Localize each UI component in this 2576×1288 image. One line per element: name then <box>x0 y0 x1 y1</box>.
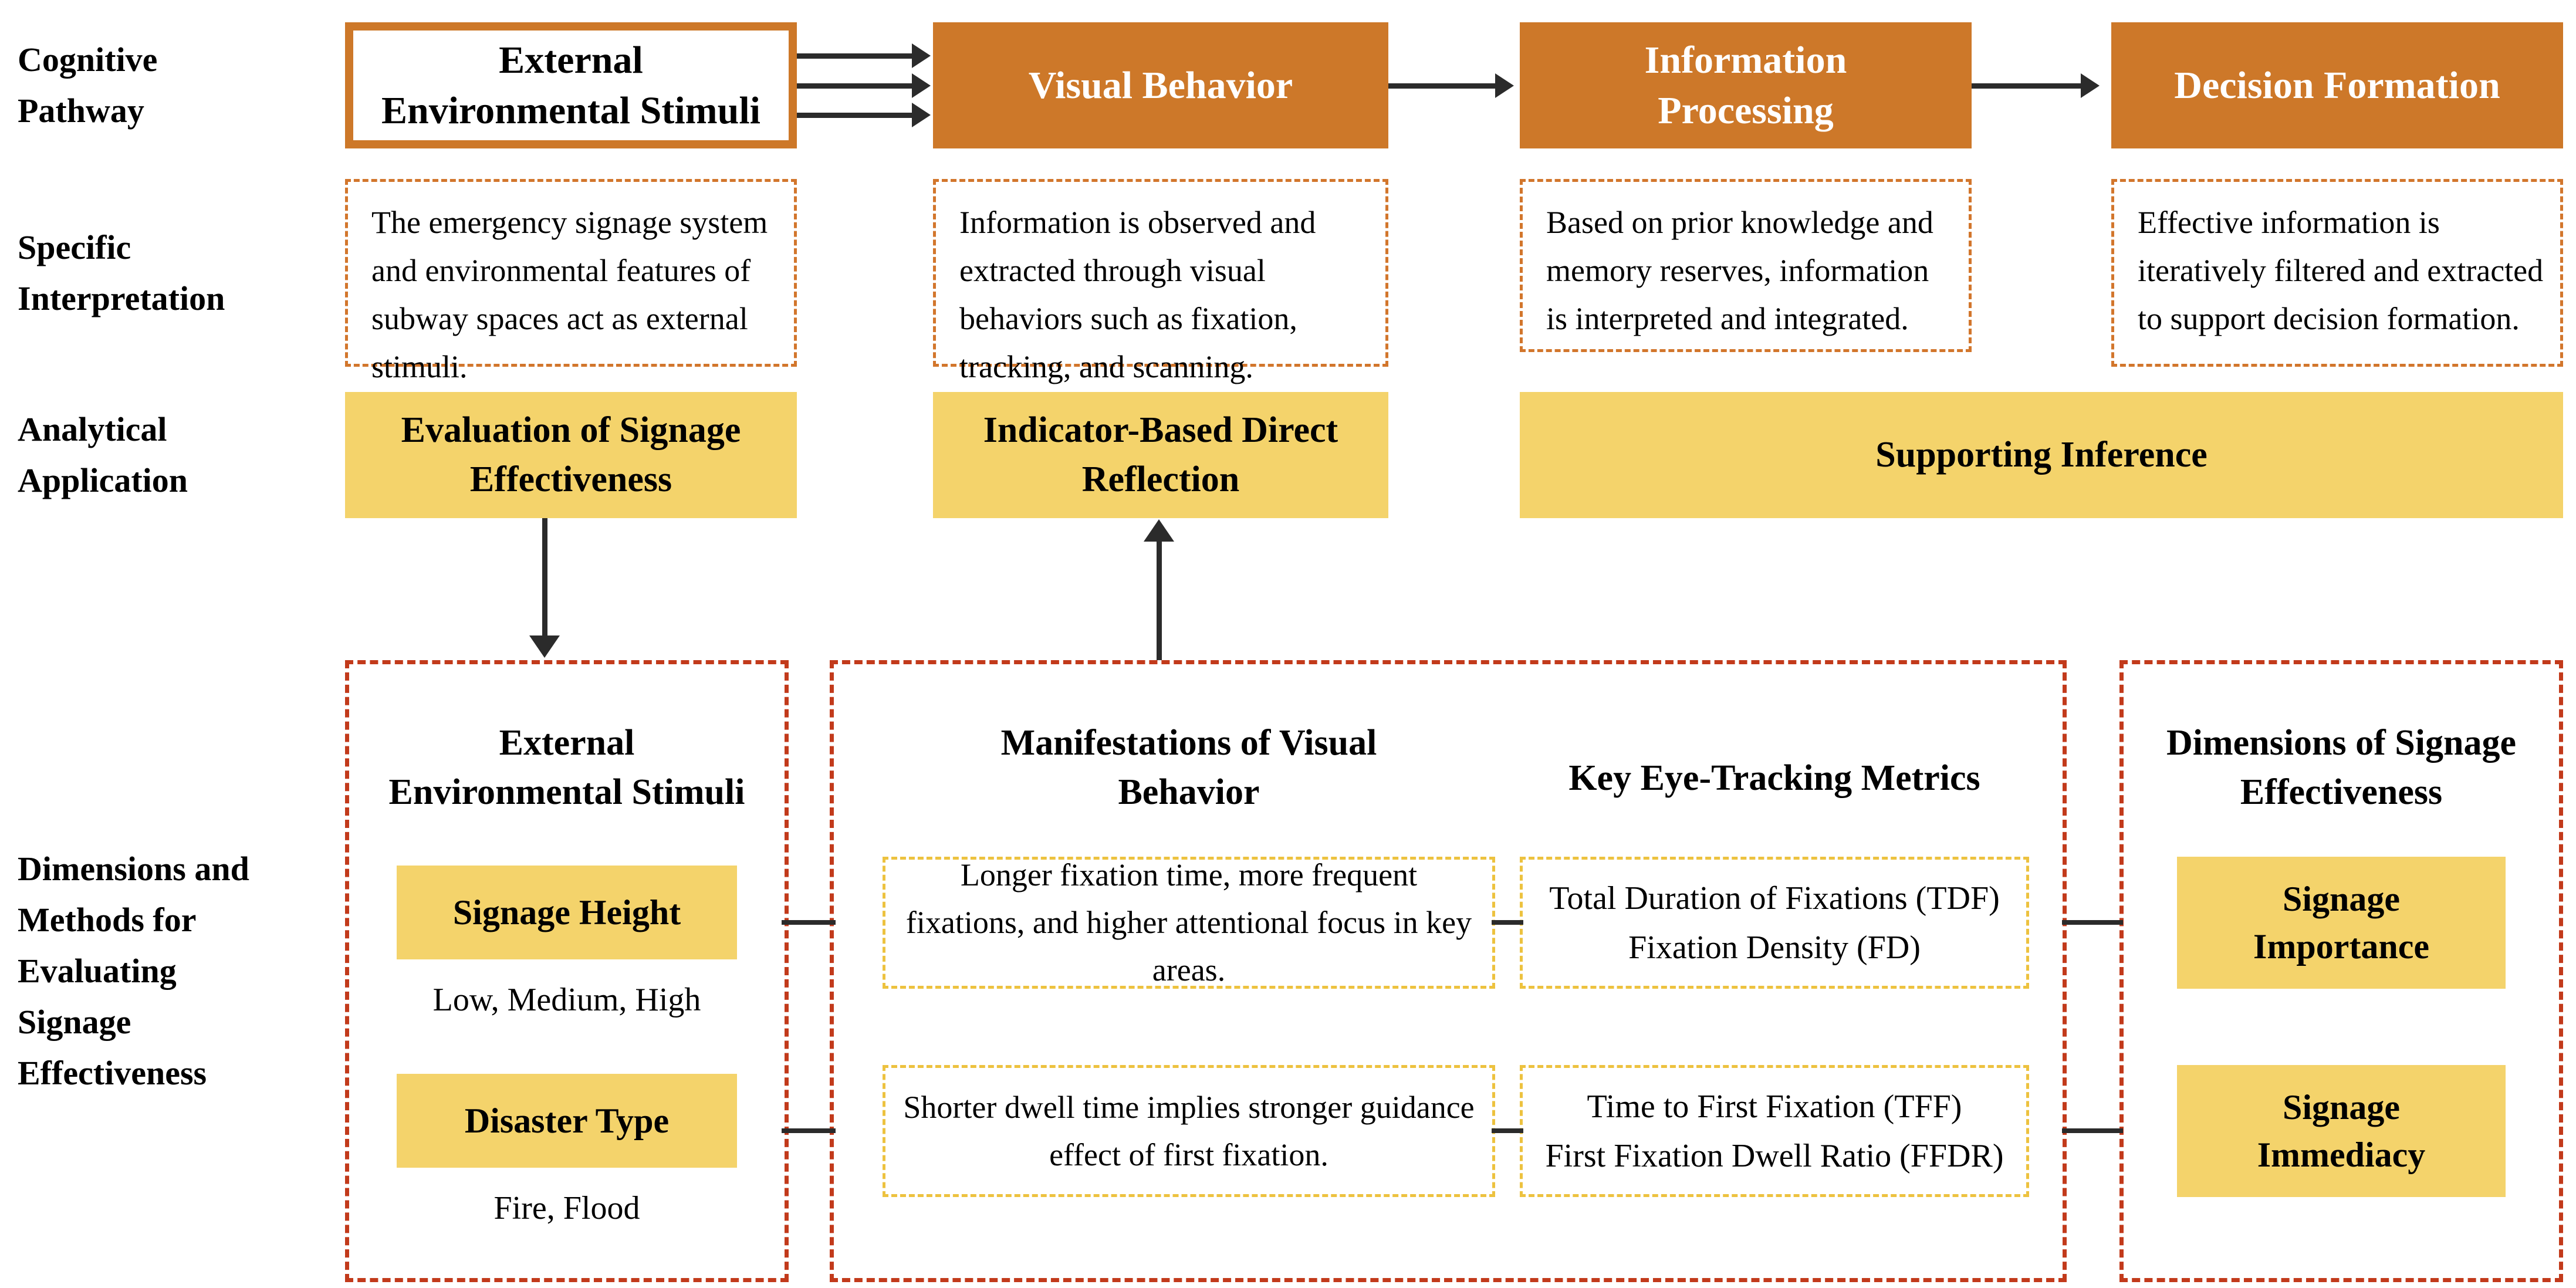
dimension-signage-immediacy: Signage Immediacy <box>2177 1065 2506 1197</box>
stage-visual-behavior: Visual Behavior <box>933 22 1388 148</box>
connector-line <box>2062 1128 2123 1133</box>
arrow-down-icon <box>542 518 547 637</box>
connector-line <box>2062 920 2123 925</box>
panel-title-dimensions-of-signage-effectiveness: Dimensions of Signage Effectiveness <box>2166 723 2516 812</box>
connector-line <box>1492 920 1523 925</box>
panel-title-external-environmental-stimuli: External Environmental Stimuli <box>388 723 745 812</box>
arrow-right-head-icon <box>912 103 931 127</box>
application-supporting-inference: Supporting Inference <box>1520 392 2563 518</box>
row-label-cognitive-pathway: Cognitive Pathway <box>18 40 158 130</box>
metric-tdf-fd: Total Duration of Fixations (TDF) Fixati… <box>1520 857 2029 989</box>
factor-signage-height: Signage Height <box>397 866 737 959</box>
panel-external-environmental-stimuli <box>345 660 789 1282</box>
factor-disaster-type-levels: Fire, Flood <box>493 1190 640 1226</box>
arrow-right-icon <box>797 83 914 89</box>
manifestation-dwell-time: Shorter dwell time implies stronger guid… <box>883 1065 1495 1197</box>
stage-information-processing: Information Processing <box>1520 22 1972 148</box>
arrow-right-head-icon <box>2081 73 2100 98</box>
row-label-specific-interpretation: Specific Interpretation <box>18 228 225 317</box>
interpretation-information-processing: Based on prior knowledge and memory rese… <box>1520 179 1972 352</box>
arrow-right-icon <box>797 113 914 118</box>
connector-line <box>782 920 836 925</box>
interpretation-visual-behavior: Information is observed and extracted th… <box>933 179 1388 384</box>
interpretation-external-stimuli: The emergency signage system and environ… <box>345 179 797 384</box>
panel-title-key-eye-tracking-metrics: Key Eye-Tracking Metrics <box>1568 758 1980 798</box>
connector-line <box>782 1128 836 1133</box>
arrow-up-icon <box>1157 540 1162 660</box>
metric-tff-ffdr: Time to First Fixation (TFF) First Fixat… <box>1520 1065 2029 1197</box>
stage-external-environmental-stimuli: External Environmental Stimuli <box>345 22 797 148</box>
connector-line <box>1492 1128 1523 1133</box>
factor-signage-height-levels: Low, Medium, High <box>432 982 701 1018</box>
arrow-right-head-icon <box>1495 73 1514 98</box>
application-evaluation-of-signage-effectiveness: Evaluation of Signage Effectiveness <box>345 392 797 518</box>
factor-disaster-type: Disaster Type <box>397 1074 737 1168</box>
manifestation-fixation-time: Longer fixation time, more frequent fixa… <box>883 857 1495 989</box>
arrow-right-head-icon <box>912 73 931 98</box>
arrow-right-icon <box>1388 83 1497 89</box>
stage-decision-formation: Decision Formation <box>2111 22 2563 148</box>
row-label-analytical-application: Analytical Application <box>18 410 188 499</box>
arrow-right-head-icon <box>912 43 931 68</box>
application-indicator-based-direct-reflection: Indicator-Based Direct Reflection <box>933 392 1388 518</box>
row-label-dimensions-and-methods: Dimensions and Methods for Evaluating Si… <box>18 850 249 1092</box>
panel-title-manifestations-of-visual-behavior: Manifestations of Visual Behavior <box>1000 723 1377 812</box>
arrow-down-head-icon <box>529 635 560 658</box>
arrow-right-icon <box>1972 83 2083 89</box>
interpretation-decision-formation: Effective information is iteratively fil… <box>2111 179 2563 367</box>
arrow-right-icon <box>797 53 914 59</box>
dimension-signage-importance: Signage Importance <box>2177 857 2506 989</box>
arrow-up-head-icon <box>1144 519 1174 542</box>
